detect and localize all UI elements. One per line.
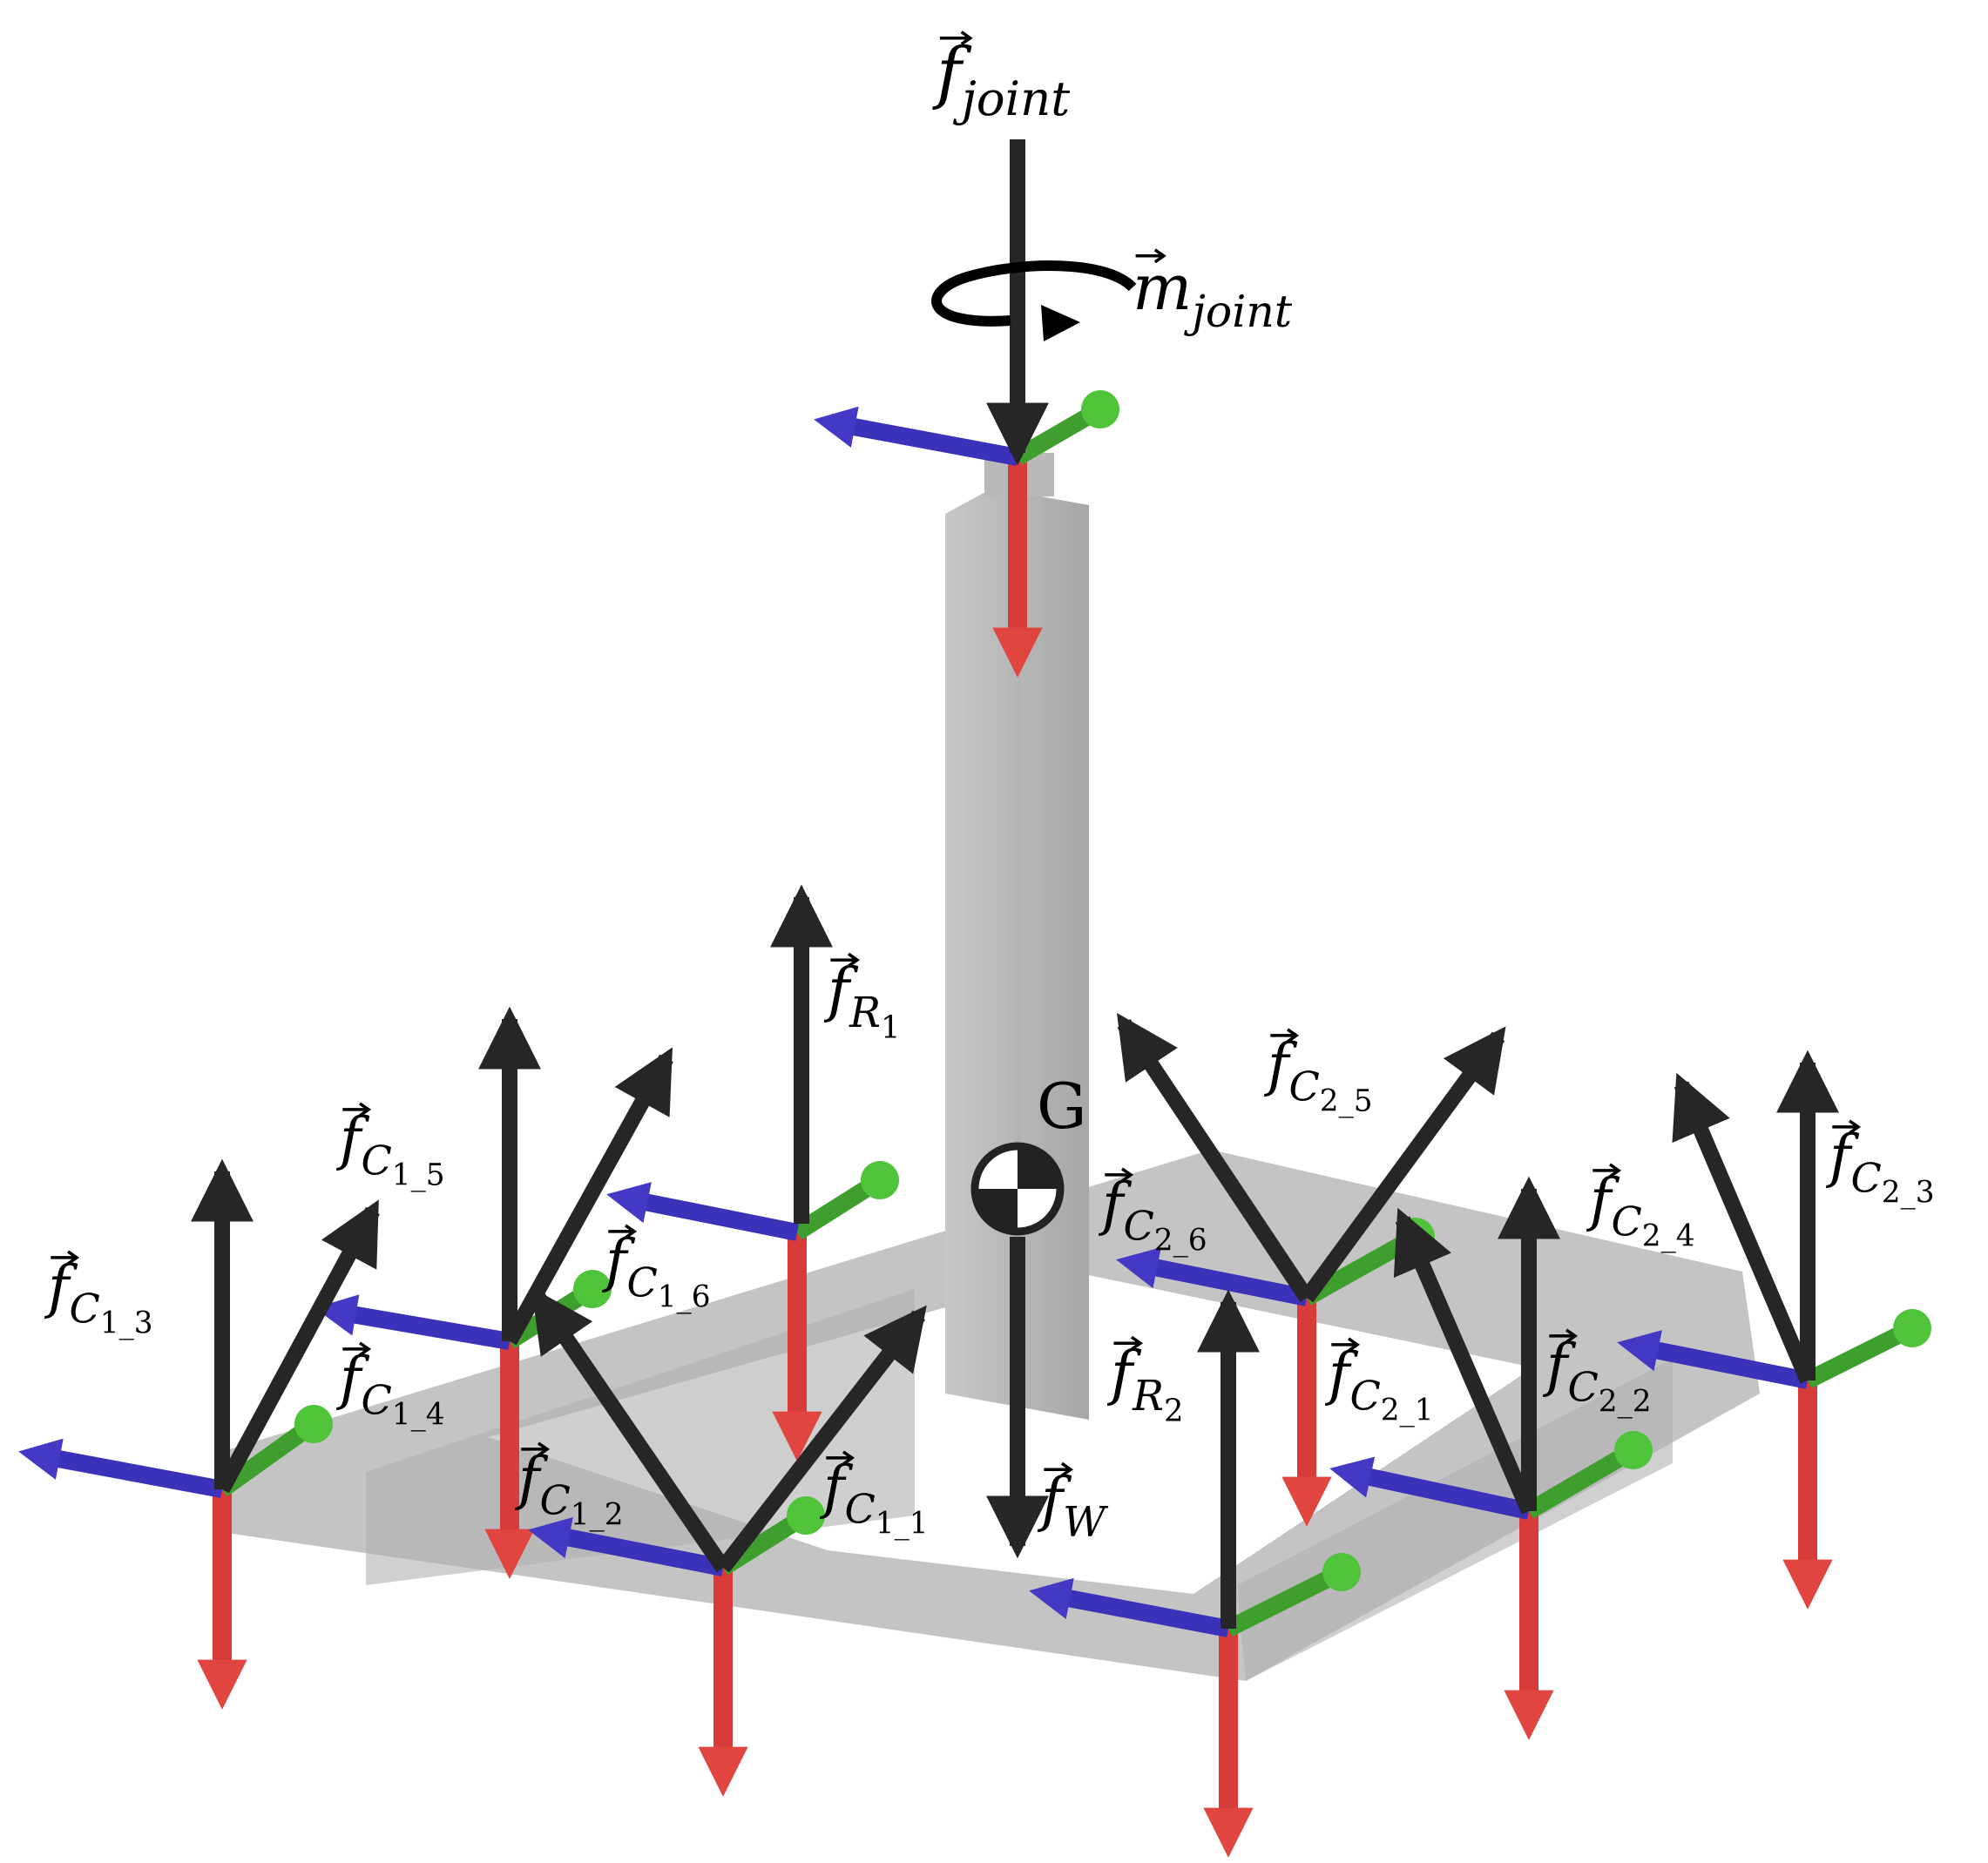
y-axis-arrow xyxy=(1524,1430,1653,1519)
label-f-C2-5: fC2_5 xyxy=(1263,1028,1373,1118)
label-f-C1-1: fC1_1 xyxy=(819,1450,929,1541)
svg-text:fC2_4: fC2_4 xyxy=(1586,1166,1695,1253)
f-C2-6-arrow xyxy=(1117,1013,1314,1302)
force-arrows xyxy=(191,139,1839,1629)
f-C1-4-arrow xyxy=(215,1199,380,1494)
vector-arrowhead-icon xyxy=(1609,1163,1622,1178)
vector-arrowhead-icon xyxy=(847,952,861,968)
vector-arrowhead-icon xyxy=(1565,1328,1579,1344)
svg-text:fR1: fR1 xyxy=(823,956,901,1045)
label-f-C2-6: fC2_6 xyxy=(1098,1167,1207,1258)
svg-text:fC2_3: fC2_3 xyxy=(1825,1123,1935,1210)
moment-arc xyxy=(931,260,1137,327)
frame-r2 xyxy=(1029,1552,1362,1858)
y-axis-arrow xyxy=(1803,1308,1932,1388)
z-axis-arrow xyxy=(1329,1456,1532,1520)
vector-arrowhead-icon xyxy=(625,1224,638,1239)
vector-arrowhead-icon xyxy=(1849,1119,1862,1135)
vector-arrowhead-icon xyxy=(1121,1167,1134,1183)
y-axis-arrow xyxy=(1224,1552,1362,1637)
vector-arrowhead-icon xyxy=(842,1450,855,1466)
label-f-C1-6: fC1_6 xyxy=(601,1224,711,1314)
vector-arrowhead-icon xyxy=(1130,1335,1144,1351)
f-C1-2-arrow xyxy=(531,1287,730,1573)
z-axis-arrow xyxy=(18,1438,224,1498)
svg-text:fC2_5: fC2_5 xyxy=(1263,1031,1373,1118)
z-axis-arrow xyxy=(606,1182,799,1241)
vector-arrowhead-icon xyxy=(538,1441,551,1457)
label-f-C2-1: fC2_1 xyxy=(1324,1337,1434,1428)
f-C2-5-arrow xyxy=(1300,1026,1506,1303)
svg-text:fC1_5: fC1_5 xyxy=(335,1105,445,1192)
vector-arrowhead-icon xyxy=(67,1250,80,1266)
svg-text:fC1_1: fC1_1 xyxy=(819,1454,929,1541)
z-axis-arrow xyxy=(814,406,1019,466)
frame-c2-3 xyxy=(1617,1308,1932,1610)
f-C2-1-arrow xyxy=(1393,1207,1537,1515)
label-m-joint: mjoint xyxy=(1133,248,1293,337)
moment-arrowhead xyxy=(1041,305,1080,341)
vector-arrowhead-icon xyxy=(359,1341,372,1357)
vector-arrowhead-icon xyxy=(960,30,973,46)
svg-text:fC2_1: fC2_1 xyxy=(1324,1340,1434,1428)
svg-text:fC1_2: fC1_2 xyxy=(514,1445,624,1532)
vector-arrowhead-icon xyxy=(1060,1461,1074,1477)
z-axis-arrow xyxy=(1617,1330,1809,1389)
vector-arrowhead-icon xyxy=(1153,248,1166,264)
center-of-gravity-symbol xyxy=(970,1142,1065,1236)
z-axis-arrow xyxy=(528,1516,725,1576)
svg-text:mjoint: mjoint xyxy=(1133,251,1293,337)
label-G: G xyxy=(1037,1070,1087,1143)
coordinate-frames xyxy=(18,389,1932,1858)
f-C2-4-arrow xyxy=(1672,1072,1816,1384)
svg-text:fC2_2: fC2_2 xyxy=(1542,1332,1652,1419)
frame-beam-right xyxy=(1237,1359,1673,1681)
svg-text:fjoint: fjoint xyxy=(932,34,1071,126)
label-f-C2-4: fC2_4 xyxy=(1586,1163,1695,1253)
label-f-C1-5: fC1_5 xyxy=(335,1102,445,1192)
label-f-C2-3: fC2_3 xyxy=(1825,1119,1935,1210)
f-C1-1-arrow xyxy=(716,1305,927,1573)
frame-c1-6 xyxy=(606,1160,900,1461)
vector-arrowhead-icon xyxy=(1348,1337,1361,1353)
y-axis-arrow xyxy=(792,1160,900,1240)
vector-arrowhead-icon xyxy=(1287,1028,1300,1043)
y-axis-arrow xyxy=(217,1404,334,1497)
label-f-joint: fjoint xyxy=(932,30,1071,126)
svg-text:fC1_6: fC1_6 xyxy=(601,1227,711,1314)
label-f-C1-2: fC1_2 xyxy=(514,1441,624,1532)
moment-arrow xyxy=(931,260,1137,341)
frame-c2-2 xyxy=(1329,1430,1653,1740)
label-f-R1: fR1 xyxy=(823,952,901,1045)
label-f-C1-3: fC1_3 xyxy=(44,1250,153,1340)
label-f-C2-2: fC2_2 xyxy=(1542,1328,1652,1419)
svg-text:fC1_3: fC1_3 xyxy=(44,1253,153,1340)
z-axis-arrow xyxy=(1029,1577,1230,1637)
z-axis-arrow xyxy=(1116,1247,1308,1306)
svg-text:fC2_6: fC2_6 xyxy=(1098,1171,1207,1258)
y-axis-arrow xyxy=(1012,389,1120,465)
vector-arrowhead-icon xyxy=(359,1102,372,1117)
frame-c1-3 xyxy=(18,1404,334,1710)
z-axis-arrow xyxy=(314,1294,511,1350)
